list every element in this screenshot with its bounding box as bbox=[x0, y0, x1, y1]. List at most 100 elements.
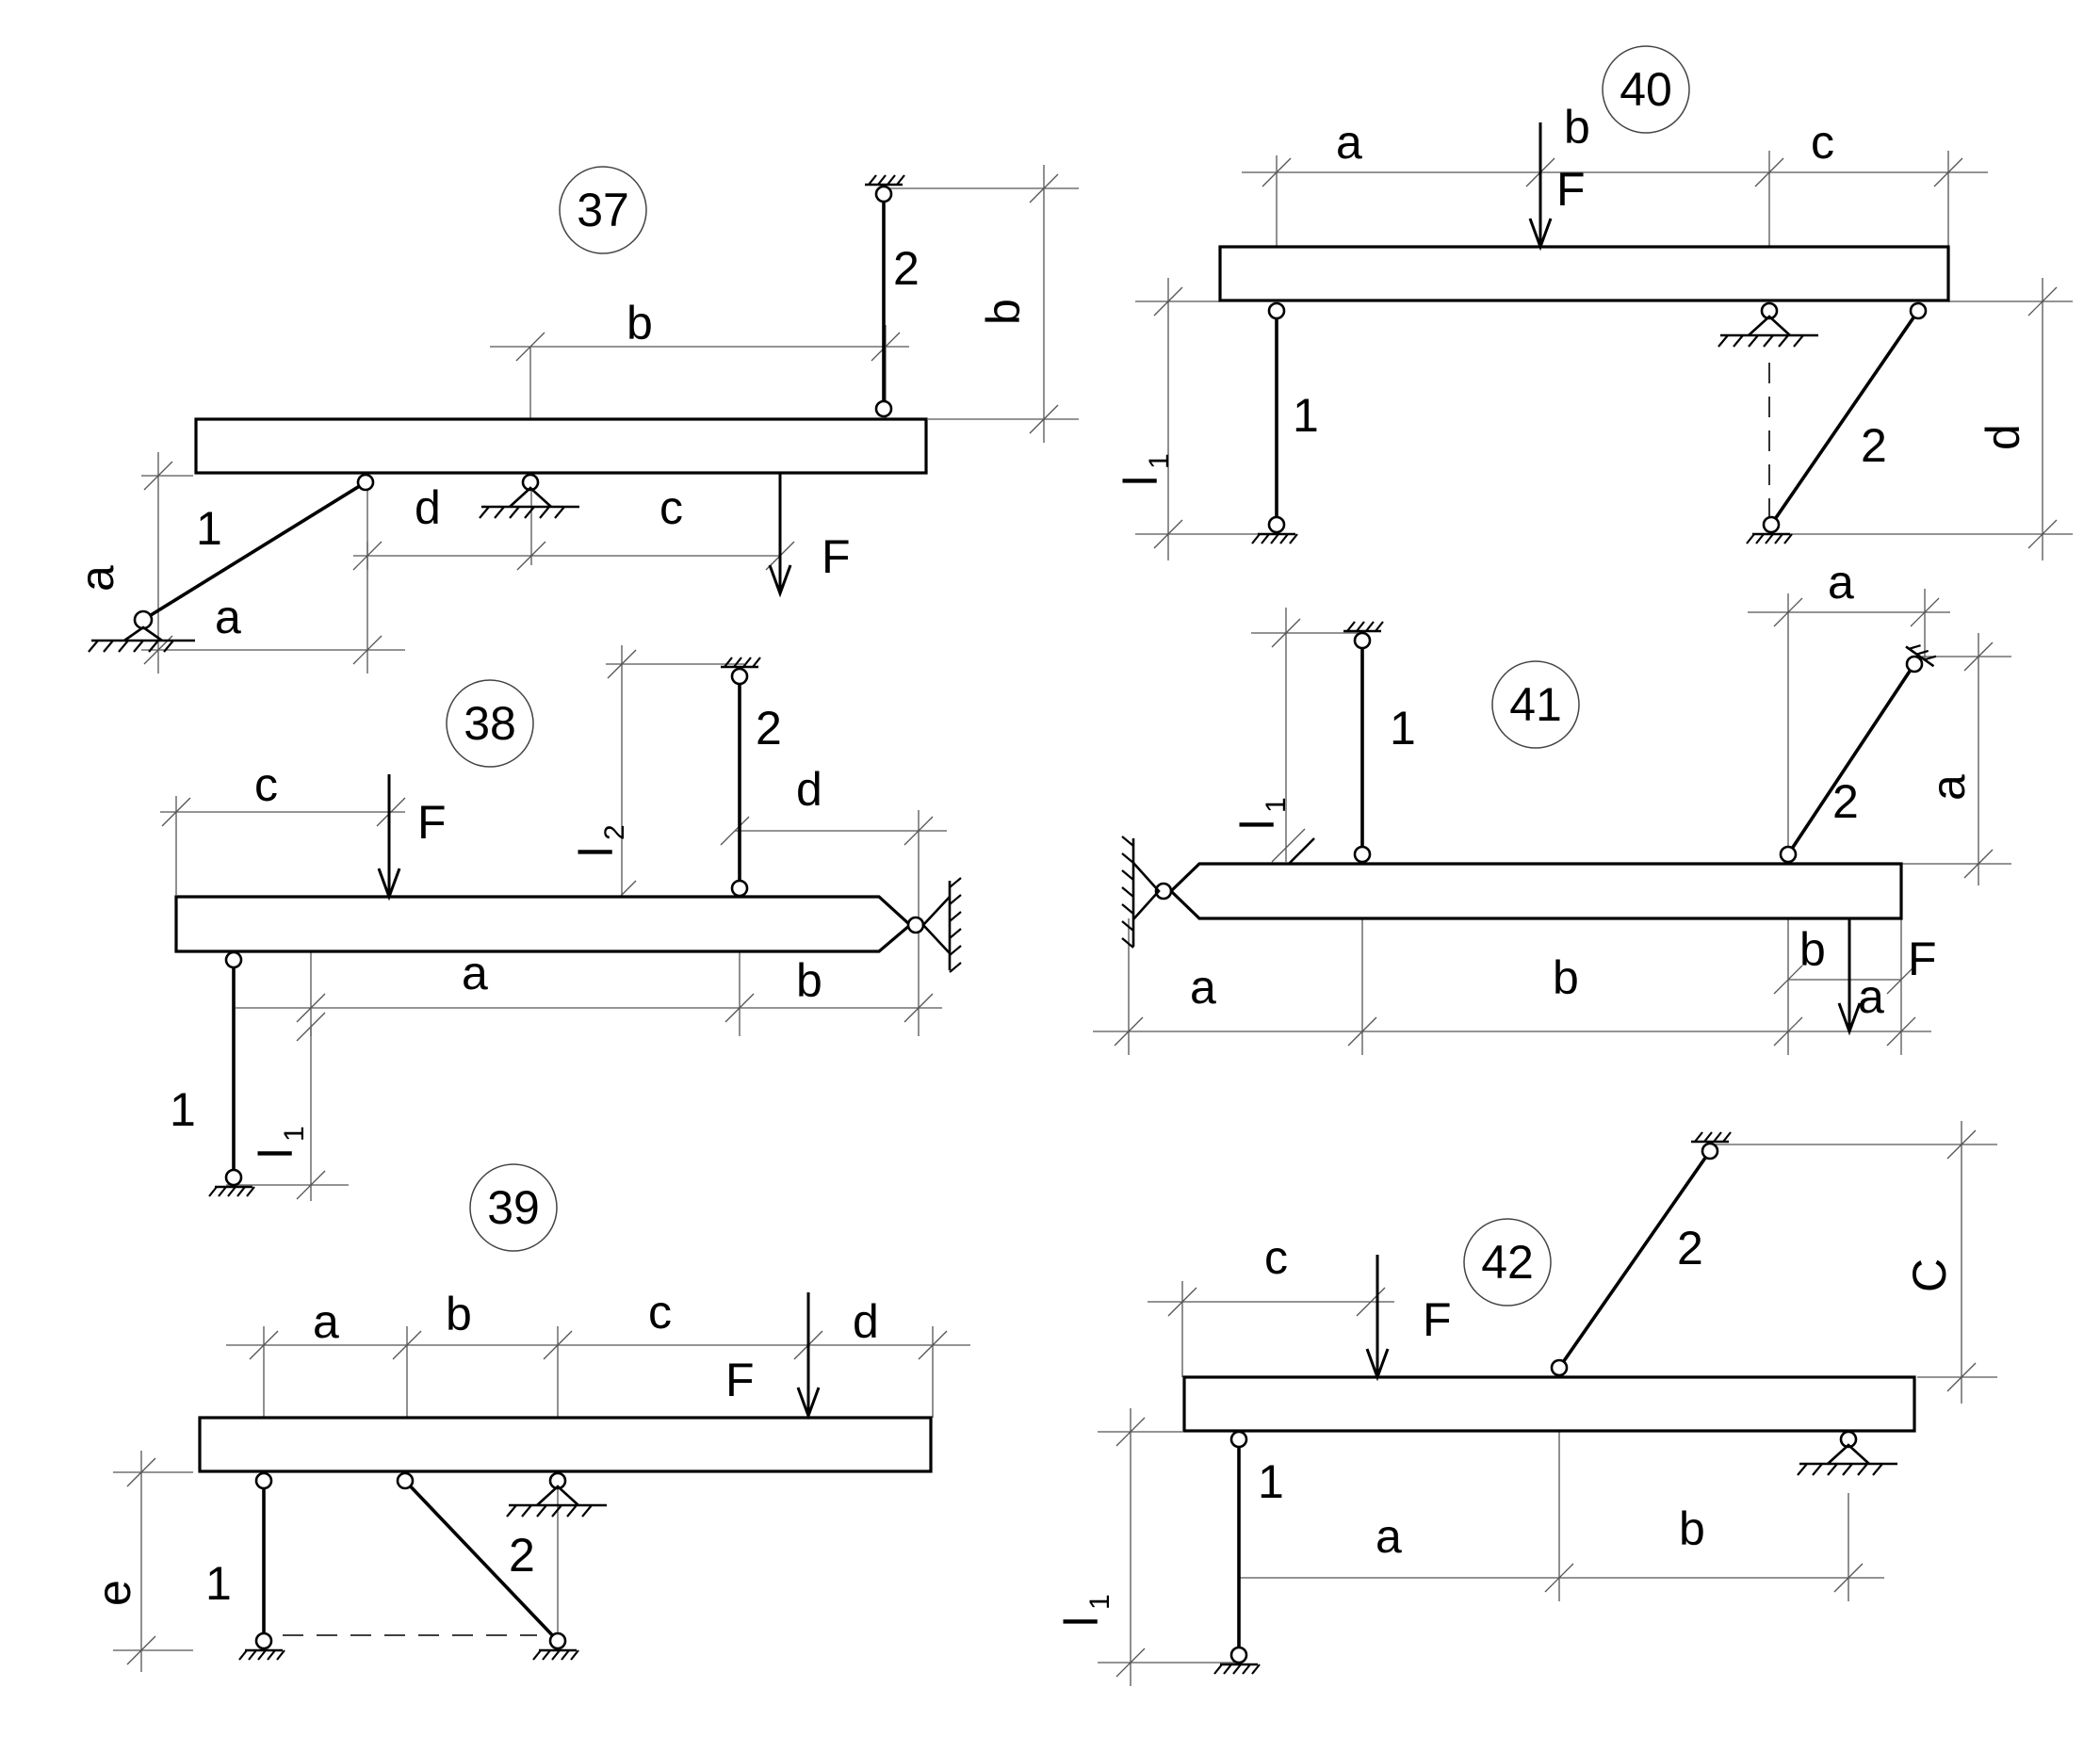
svg-text:1: 1 bbox=[1261, 797, 1292, 813]
dim-label-a: a bbox=[1858, 970, 1884, 1023]
dimension-lines bbox=[113, 1326, 970, 1672]
force-label: F bbox=[1423, 1293, 1452, 1346]
beam bbox=[1168, 862, 1903, 920]
problem-number-circle bbox=[469, 1163, 558, 1252]
beam bbox=[174, 895, 913, 953]
dim-label-a: a bbox=[313, 1295, 339, 1348]
force-label: F bbox=[1556, 163, 1586, 216]
rod-label: 2 bbox=[756, 702, 782, 755]
rod-2 bbox=[1557, 1149, 1712, 1370]
problem-number-circle bbox=[1463, 1218, 1552, 1307]
dim-label-a: a bbox=[215, 591, 241, 643]
fixed-support-icon bbox=[1250, 532, 1299, 545]
svg-text:l: l bbox=[1055, 1616, 1108, 1627]
svg-text:l: l bbox=[570, 847, 623, 857]
rod-label: 1 bbox=[205, 1557, 232, 1610]
rod-label: 1 bbox=[1390, 702, 1416, 755]
problem-number: 41 bbox=[1509, 678, 1562, 731]
problem-number: 42 bbox=[1481, 1236, 1534, 1289]
pin-support-icon bbox=[478, 473, 581, 520]
dim-label-l1: l 1 bbox=[1231, 797, 1292, 830]
rod-1 bbox=[142, 480, 366, 622]
dimension-lines bbox=[1135, 151, 2073, 560]
svg-text:l: l bbox=[1115, 476, 1167, 486]
dim-label-d: d bbox=[415, 481, 441, 534]
fixed-support-icon bbox=[719, 656, 762, 669]
problem-number-circle bbox=[559, 166, 647, 254]
pin-support-icon bbox=[1796, 1430, 1899, 1477]
wall-support-icon bbox=[1121, 836, 1161, 949]
rod-label: 2 bbox=[893, 242, 920, 295]
beam bbox=[194, 417, 928, 475]
force-label: F bbox=[822, 530, 851, 583]
fixed-support-icon bbox=[863, 173, 906, 187]
dim-label-a: a bbox=[1336, 116, 1362, 169]
dim-label-b: b bbox=[627, 297, 653, 349]
problem-number: 38 bbox=[464, 697, 516, 750]
pin-support-icon bbox=[88, 609, 195, 653]
svg-text:1: 1 bbox=[1144, 453, 1175, 469]
rod-2 bbox=[403, 1479, 560, 1643]
dim-label-l1: l 1 bbox=[1115, 453, 1175, 486]
dim-label-b: b bbox=[1799, 923, 1826, 976]
rod-label: 2 bbox=[1832, 775, 1859, 828]
dim-label-l1: l 1 bbox=[1055, 1594, 1115, 1627]
svg-text:1: 1 bbox=[279, 1126, 310, 1142]
dim-label-a: a bbox=[1190, 961, 1216, 1014]
rod-label: 1 bbox=[1258, 1455, 1284, 1508]
dim-label-l1: l 1 bbox=[250, 1126, 310, 1159]
dimension-lines bbox=[1098, 1121, 1997, 1686]
problem-41: 41 bbox=[1093, 556, 2011, 1055]
dim-label-b: b bbox=[1679, 1502, 1705, 1555]
force-label: F bbox=[725, 1354, 755, 1406]
dimension-lines bbox=[160, 645, 947, 1201]
rod-label: 2 bbox=[509, 1529, 535, 1582]
wall-support-icon bbox=[921, 877, 962, 973]
dim-label-b: b bbox=[1553, 951, 1579, 1004]
dim-label-C: C bbox=[1903, 1258, 1956, 1292]
dim-label-a: a bbox=[1828, 556, 1854, 609]
dim-label-c: c bbox=[1811, 116, 1834, 169]
dim-label-a: a bbox=[1922, 774, 1975, 801]
dim-label-a: a bbox=[1376, 1510, 1402, 1563]
beam bbox=[1182, 1375, 1916, 1433]
rod-2 bbox=[1769, 309, 1920, 527]
rod-label: 2 bbox=[1861, 419, 1887, 472]
dim-label-d: d bbox=[1977, 424, 2029, 450]
problem-number: 40 bbox=[1620, 63, 1672, 116]
fixed-support-icon bbox=[1745, 532, 1794, 545]
force-label: F bbox=[417, 796, 447, 849]
rod-2 bbox=[1786, 663, 1916, 855]
fixed-support-icon bbox=[1905, 644, 1937, 668]
problem-number-circle bbox=[1602, 45, 1690, 134]
dim-label-l2: l 2 bbox=[570, 824, 630, 857]
rod-label: 1 bbox=[196, 502, 222, 555]
rod-label: 2 bbox=[1677, 1222, 1703, 1274]
dim-label-d: d bbox=[796, 763, 822, 816]
problem-number-circle bbox=[446, 679, 534, 768]
fixed-support-icon bbox=[1342, 620, 1385, 633]
fixed-support-icon bbox=[207, 1185, 256, 1198]
beam bbox=[198, 1416, 933, 1473]
svg-text:1: 1 bbox=[1084, 1594, 1115, 1610]
dim-label-a: a bbox=[71, 565, 123, 592]
problem-39: 39 bbox=[88, 1163, 970, 1672]
problem-38: 38 bbox=[160, 645, 962, 1201]
fixed-support-icon bbox=[1689, 1130, 1733, 1144]
dim-label-b: b bbox=[1564, 101, 1590, 154]
pin-support-icon bbox=[1717, 301, 1820, 349]
svg-text:2: 2 bbox=[599, 824, 630, 840]
svg-text:l: l bbox=[250, 1148, 302, 1159]
dim-label-c: c bbox=[659, 481, 683, 534]
problem-number: 37 bbox=[577, 184, 629, 236]
problem-42: 42 bbox=[1055, 1121, 1997, 1686]
dim-label-b: b bbox=[977, 299, 1030, 325]
dim-label-c: c bbox=[1264, 1231, 1288, 1284]
problem-40: 40 bbox=[1115, 45, 2073, 560]
problem-37: 37 bbox=[71, 165, 1079, 674]
pin-support-icon bbox=[505, 1471, 609, 1518]
dim-label-e: e bbox=[88, 1580, 140, 1606]
svg-text:l: l bbox=[1231, 820, 1284, 830]
